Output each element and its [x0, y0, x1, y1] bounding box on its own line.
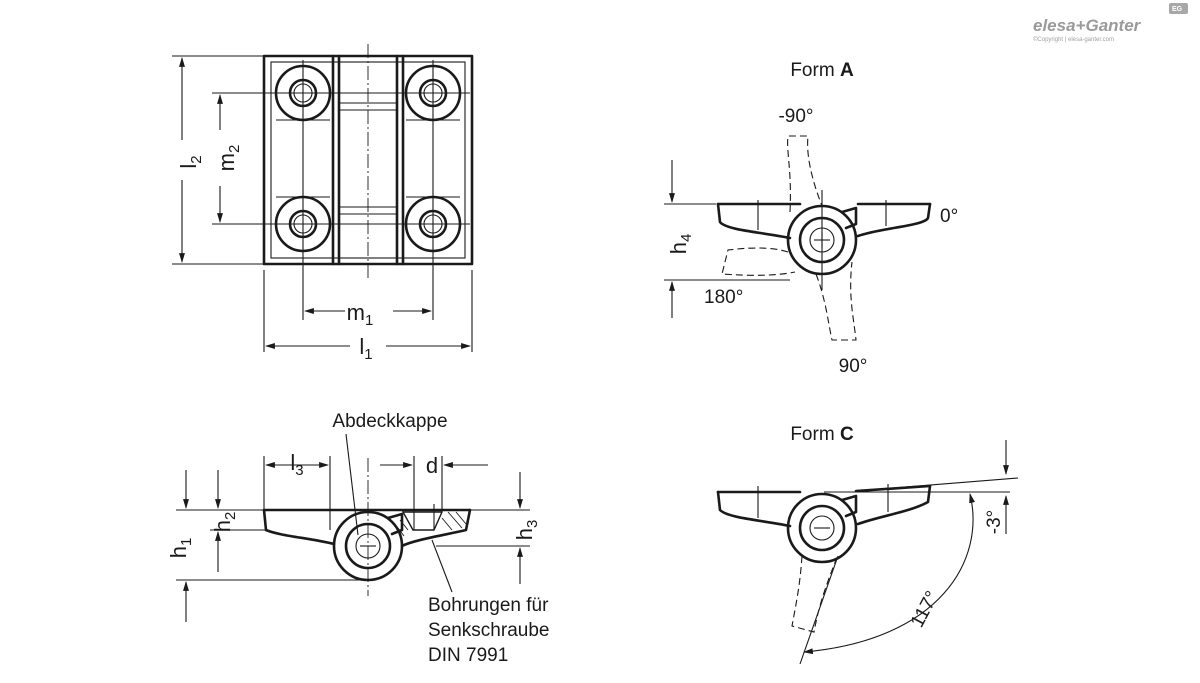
note-line-1: Bohrungen für — [428, 595, 549, 616]
svg-text:h2: h2 — [210, 512, 239, 533]
brand-copyright: ©Copyright | elesa-ganter.com — [1033, 36, 1114, 43]
svg-text:h3: h3 — [512, 520, 541, 541]
note-leader — [431, 539, 453, 593]
elesa-ganter-logo: elesa+Ganter EG ©Copyright | elesa-gante… — [1033, 3, 1188, 43]
form-a-leaf-neg90 — [787, 135, 823, 213]
svg-text:-3°: -3° — [984, 510, 1005, 535]
form-a-angle-180: 180° — [704, 287, 743, 308]
form-a-angle-90: 90° — [839, 356, 868, 377]
form-a-title: Form A — [790, 60, 854, 81]
dim-h4-label: h4 — [666, 234, 695, 255]
note-line-3: DIN 7991 — [428, 645, 508, 666]
side-plate-right — [400, 508, 472, 548]
svg-text:117°: 117° — [907, 588, 943, 631]
svg-text:m2: m2 — [214, 145, 243, 172]
form-a-angle-neg90: -90° — [778, 106, 813, 127]
dim-h1-label: h1 — [166, 538, 195, 559]
form-c-angle-neg3: -3° — [984, 510, 1005, 535]
dim-l1-label: l1 — [359, 334, 372, 363]
form-a-leaf-90 — [815, 261, 857, 341]
cap-leader — [345, 433, 359, 536]
cap-label: Abdeckkappe — [332, 411, 447, 432]
brand-badge-text: EG — [1172, 6, 1183, 13]
svg-text:l2: l2 — [176, 155, 205, 168]
form-c-plate-left — [716, 490, 792, 528]
form-c-view: Form C 117° -3° — [716, 424, 1019, 665]
dim-l2-label: l2 — [176, 155, 205, 168]
dim-d-label: d — [426, 453, 438, 478]
form-c-title: Form C — [790, 424, 854, 445]
form-a-plate-left — [716, 202, 792, 240]
countersink-section — [401, 511, 444, 531]
dim-h2-label: h2 — [210, 512, 239, 533]
form-c-arc-117 — [803, 493, 975, 655]
brand-badge — [1169, 3, 1188, 14]
svg-text:h4: h4 — [666, 234, 695, 255]
brand-wordmark: elesa+Ganter — [1033, 16, 1142, 35]
form-a-angle-0: 0° — [940, 206, 958, 227]
form-a-leaf-180 — [721, 247, 796, 276]
dim-m1-label: m1 — [347, 300, 374, 329]
form-c-leaf-117 — [791, 555, 837, 633]
dim-h3-label: h3 — [512, 520, 541, 541]
note-line-2: Senkschraube — [428, 620, 549, 641]
dim-l3-label: l3 — [290, 450, 303, 479]
side-view: Abdeckkappe — [166, 411, 549, 666]
side-plate-left — [262, 508, 336, 546]
form-a-view: Form A -90° 0° 180° 90° h4 — [664, 60, 958, 377]
top-view: l2 m2 m1 l1 — [172, 44, 474, 363]
svg-text:h1: h1 — [166, 538, 195, 559]
form-c-angle-117: 117° — [907, 588, 943, 631]
dim-m2-label: m2 — [214, 145, 243, 172]
form-a-plate-right — [856, 202, 932, 238]
